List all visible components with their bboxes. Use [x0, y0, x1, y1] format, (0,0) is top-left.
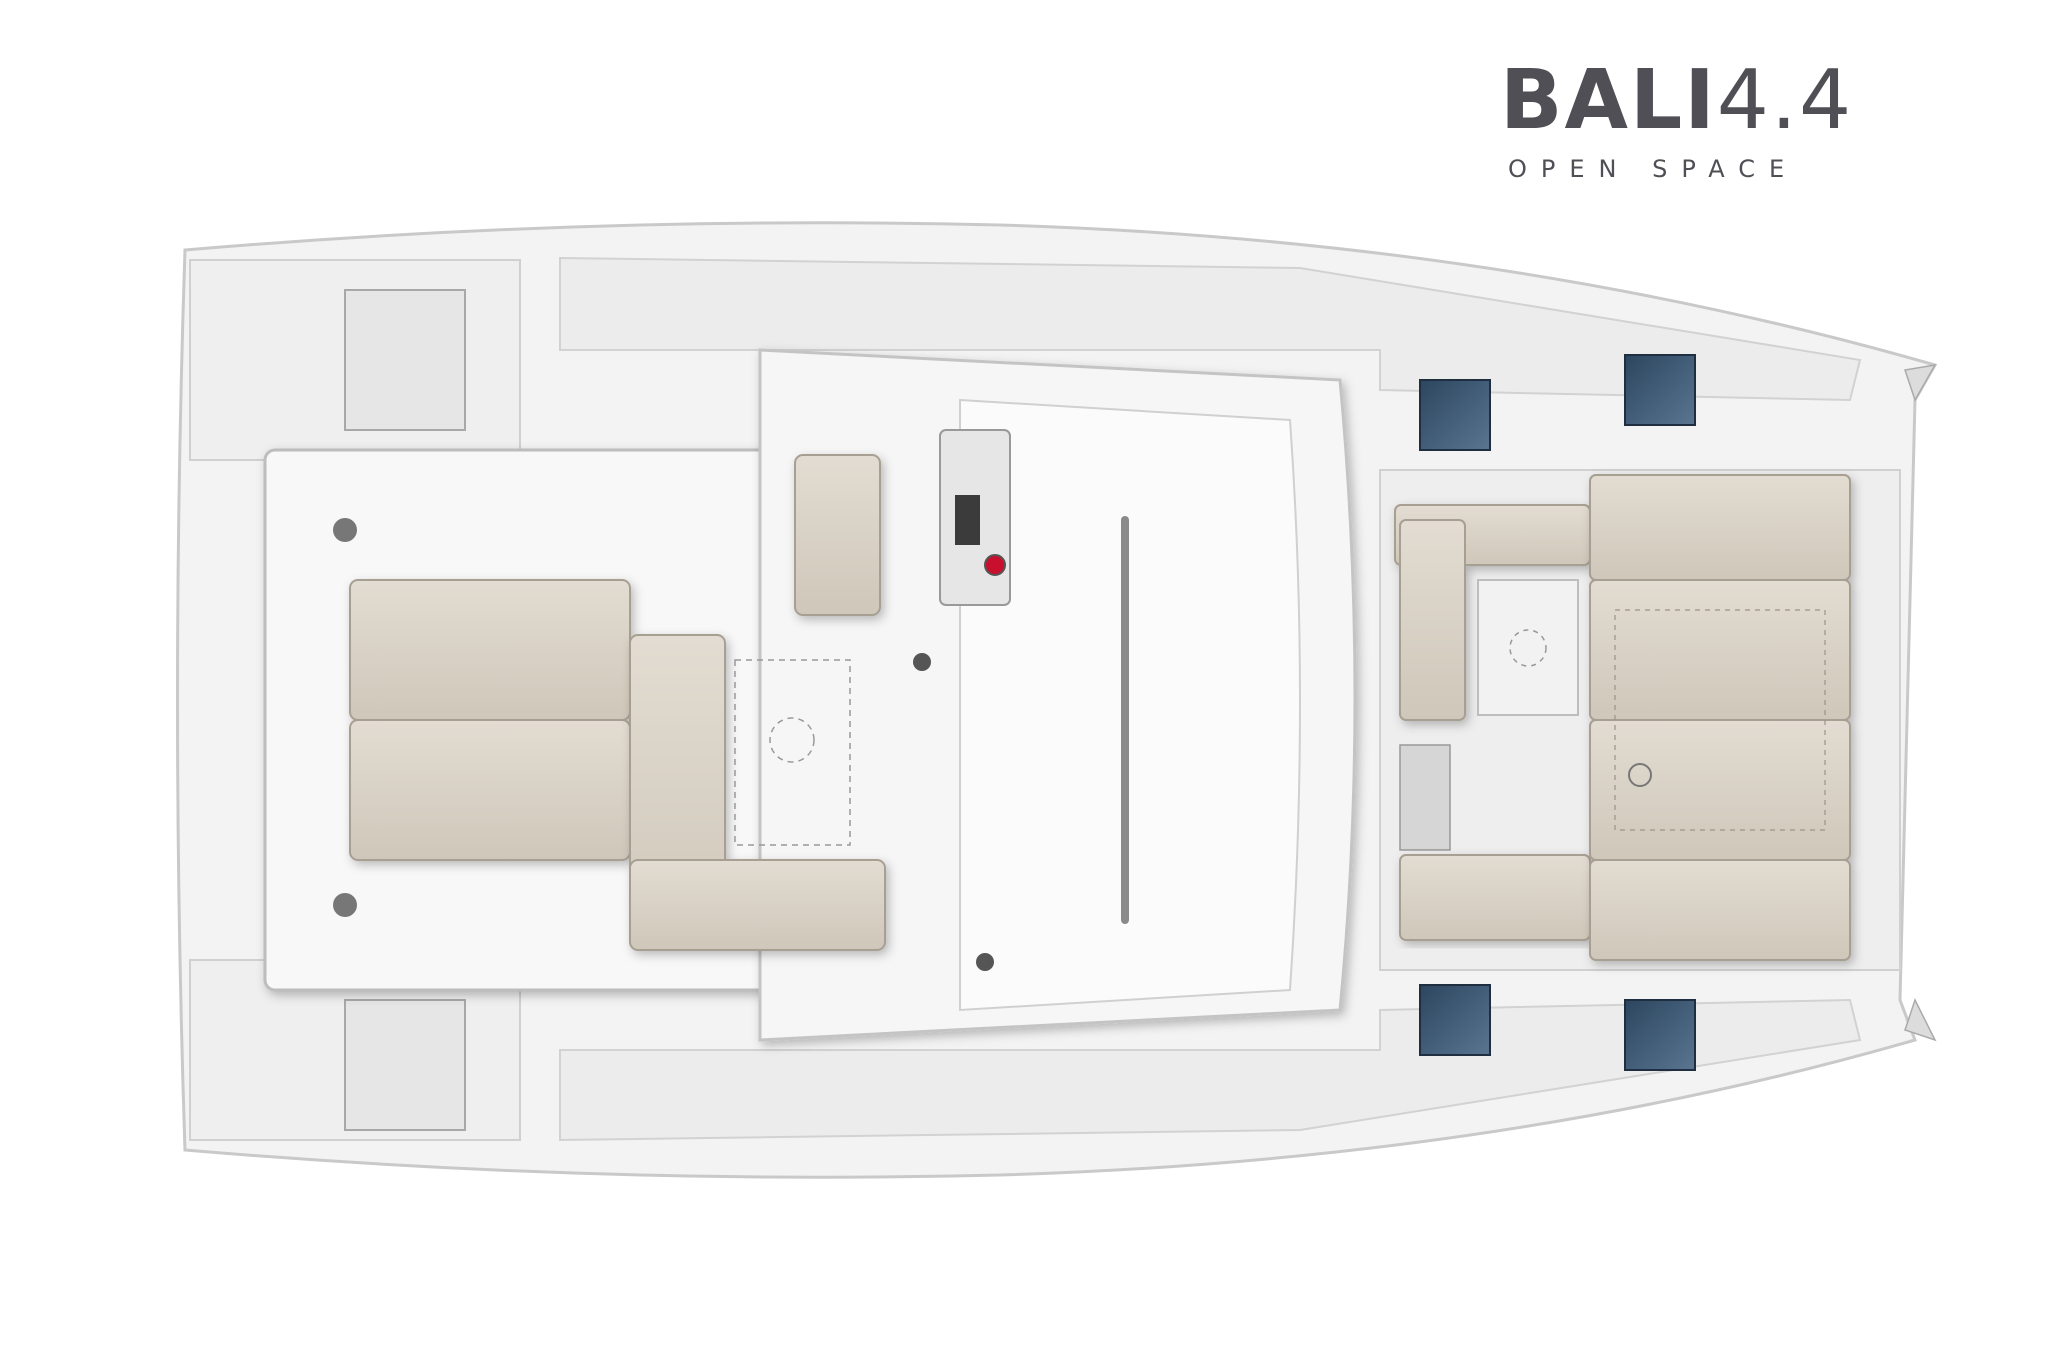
- bow-tip-starboard: [1904, 998, 1937, 1042]
- lounge-side-cushion: [629, 859, 886, 951]
- model-number: 4.4: [1716, 53, 1854, 148]
- logo-wordmark: BALI4.4: [1500, 60, 1853, 142]
- deck-fitting-icon: [333, 518, 357, 542]
- helm-display: [955, 495, 980, 545]
- deck-fitting-icon: [333, 893, 357, 917]
- foredeck-lounge-port: [1394, 504, 1591, 721]
- logo-tagline: OPEN SPACE: [1508, 155, 1799, 183]
- deck-hatch: [1624, 999, 1696, 1071]
- foredeck-cushion-3: [1589, 719, 1851, 861]
- windlass-icon: [1628, 763, 1652, 787]
- helm-seat-cushion: [794, 454, 881, 616]
- deck-hatch: [1419, 379, 1491, 451]
- flybridge-lounge: [629, 454, 886, 951]
- port-side-deck: [559, 256, 1862, 402]
- winch-icon: [913, 653, 931, 671]
- foredeck-lounge-starboard: [1399, 854, 1591, 941]
- deck-hatch: [1419, 984, 1491, 1056]
- bow-seat-side: [1399, 519, 1466, 721]
- windscreen-frame: [959, 398, 1301, 1012]
- stern-locker-starboard: [344, 999, 466, 1131]
- brand-name: BALI: [1500, 53, 1717, 148]
- foredeck-cushion-1: [1589, 474, 1851, 581]
- flybridge-table: [734, 659, 851, 846]
- flybridge-sunbed: [349, 579, 631, 861]
- deck-hatch: [1624, 354, 1696, 426]
- brand-logo: BALI4.4 OPEN SPACE: [1500, 60, 1940, 190]
- drain-grate: [1399, 744, 1451, 851]
- sunbed-cushion-1: [349, 579, 631, 721]
- foredeck-cushion-2: [1589, 579, 1851, 721]
- bow-seat-starboard: [1399, 854, 1591, 941]
- foredeck-sunbed: [1589, 474, 1851, 961]
- foredeck-cushion-4: [1589, 859, 1851, 961]
- bow-tip-port: [1904, 364, 1937, 402]
- winch-icon: [976, 953, 994, 971]
- starboard-side-deck: [559, 998, 1862, 1142]
- stern-locker-port: [344, 289, 466, 431]
- helm-wheel: [984, 554, 1006, 576]
- sunbed-cushion-2: [349, 719, 631, 861]
- bow-table: [1477, 579, 1579, 716]
